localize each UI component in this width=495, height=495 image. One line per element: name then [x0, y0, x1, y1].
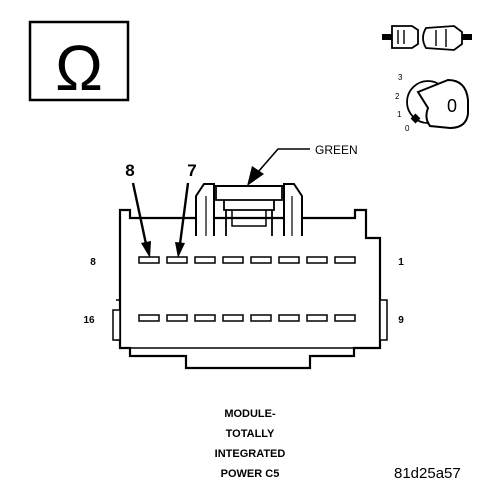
- top-terminal-cavity: [222, 256, 244, 264]
- top-terminal-cavity: [166, 256, 188, 264]
- key-position-3: 3: [398, 73, 403, 82]
- bottom-terminal-cavity: [222, 314, 244, 322]
- top-terminal-cavity: [306, 256, 328, 264]
- key-position-1: 1: [397, 110, 402, 119]
- bottom-terminal-cavity: [194, 314, 216, 322]
- ohm-symbol: Ω: [55, 32, 103, 104]
- pin-label-8: 8: [90, 257, 96, 268]
- bottom-terminal-cavity: [334, 314, 356, 322]
- key-position-0: 0: [405, 124, 410, 133]
- caption-line-3: INTEGRATED: [214, 448, 286, 460]
- top-terminal-cavity: [278, 256, 300, 264]
- terminal-row-top: [138, 256, 356, 264]
- caption-line-1: MODULE-: [224, 408, 276, 420]
- wire-color-label: GREEN: [315, 143, 358, 157]
- figure-id: 81d25a57: [394, 465, 461, 482]
- top-terminal-cavity: [334, 256, 356, 264]
- pin-callouts: 8 7: [125, 161, 197, 258]
- key-readout: 0: [447, 96, 457, 116]
- pin-label-9: 9: [398, 315, 404, 326]
- bottom-terminal-cavity: [166, 314, 188, 322]
- connector-housing: [112, 208, 388, 370]
- terminal-row-bottom: [138, 314, 356, 322]
- caption-line-4: POWER C5: [220, 468, 280, 480]
- callout-pin-8: 8: [125, 161, 134, 180]
- connector-caption: MODULE- TOTALLY INTEGRATED POWER C5: [175, 404, 325, 484]
- bottom-terminal-cavity: [138, 314, 160, 322]
- pin-label-1: 1: [398, 257, 404, 268]
- top-terminal-cavity: [194, 256, 216, 264]
- bottom-terminal-cavity: [278, 314, 300, 322]
- top-terminal-cavity: [250, 256, 272, 264]
- bottom-terminal-cavity: [250, 314, 272, 322]
- bottom-terminal-cavity: [306, 314, 328, 322]
- top-terminal-cavity: [138, 256, 160, 264]
- connector-icon: [382, 25, 472, 51]
- connector-latch: [195, 183, 303, 236]
- pin-label-16: 16: [83, 315, 95, 326]
- key-position-2: 2: [395, 92, 400, 101]
- ohmmeter-icon: Ω: [28, 20, 130, 104]
- green-callout: GREEN: [247, 143, 358, 186]
- caption-line-2: TOTALLY: [225, 428, 275, 440]
- callout-pin-7: 7: [187, 161, 196, 180]
- ignition-key-icon: 3 2 1 0 0: [395, 73, 469, 133]
